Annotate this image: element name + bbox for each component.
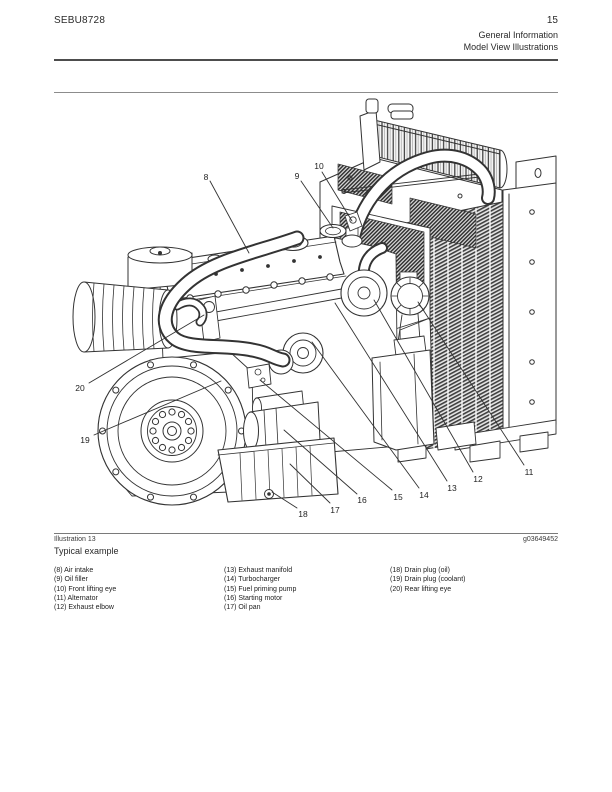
legend-item: (17) Oil pan	[224, 604, 261, 612]
illustration-caption: Illustration 13	[54, 536, 96, 543]
illustration-title: Typical example	[54, 546, 119, 556]
doc-code: SEBU8728	[54, 15, 106, 26]
illustration-bottom-rule	[54, 533, 558, 534]
legend-item: (18) Drain plug (oil)	[390, 567, 450, 574]
header-rule	[54, 59, 558, 61]
callout-20: 20	[75, 383, 85, 393]
callout-9: 9	[295, 171, 300, 181]
legend-item: (9) Oil filler	[54, 576, 88, 584]
alternator	[340, 242, 430, 357]
legend-item: (16) Starting motor	[224, 594, 283, 602]
flywheel-housing	[97, 351, 255, 506]
callout-numbers: 8 9 10 11 12 13 14 15 16 17 18 19 20	[75, 161, 533, 519]
legend-item: (15) Fuel priming pump	[224, 585, 297, 593]
legend-column-1: (8) Air intake (9) Oil filler (10) Front…	[54, 566, 222, 612]
subsection-title: Model View Illustrations	[463, 42, 558, 52]
callout-10: 10	[314, 161, 324, 171]
callout-11: 11	[525, 467, 534, 477]
callout-15: 15	[393, 492, 403, 502]
section-title: General Information	[478, 30, 558, 40]
callout-12: 12	[473, 474, 483, 484]
illustration-top-rule	[54, 92, 558, 93]
callout-19: 19	[80, 435, 90, 445]
legend-item: (12) Exhaust elbow	[54, 604, 114, 612]
callout-8: 8	[204, 172, 209, 182]
callout-17: 17	[330, 505, 340, 515]
leader-lines	[88, 171, 525, 509]
legend-item: (13) Exhaust manifold	[224, 567, 293, 574]
legend-item: (10) Front lifting eye	[54, 585, 117, 593]
legend-column-3: (18) Drain plug (oil) (19) Drain plug (c…	[390, 566, 558, 594]
callout-13: 13	[447, 483, 457, 493]
callout-18: 18	[298, 509, 308, 519]
legend-column-2: (13) Exhaust manifold (14) Turbocharger …	[224, 566, 388, 612]
callout-16: 16	[357, 495, 367, 505]
legend-item: (14) Turbocharger	[224, 576, 281, 584]
lower-assembly	[217, 349, 477, 503]
callout-14: 14	[419, 490, 429, 500]
legend-item: (8) Air intake	[54, 567, 94, 574]
illustration-code: g03649452	[522, 536, 558, 543]
engine-illustration: 8 9 10 11 12 13 14 15 16 17 18 19 20	[72, 98, 557, 519]
legend-item: (20) Rear lifting eye	[390, 585, 452, 593]
page-number: 15	[546, 15, 558, 26]
legend-item: (11) Alternator	[54, 594, 98, 602]
legend-item: (19) Drain plug (coolant)	[390, 576, 466, 584]
